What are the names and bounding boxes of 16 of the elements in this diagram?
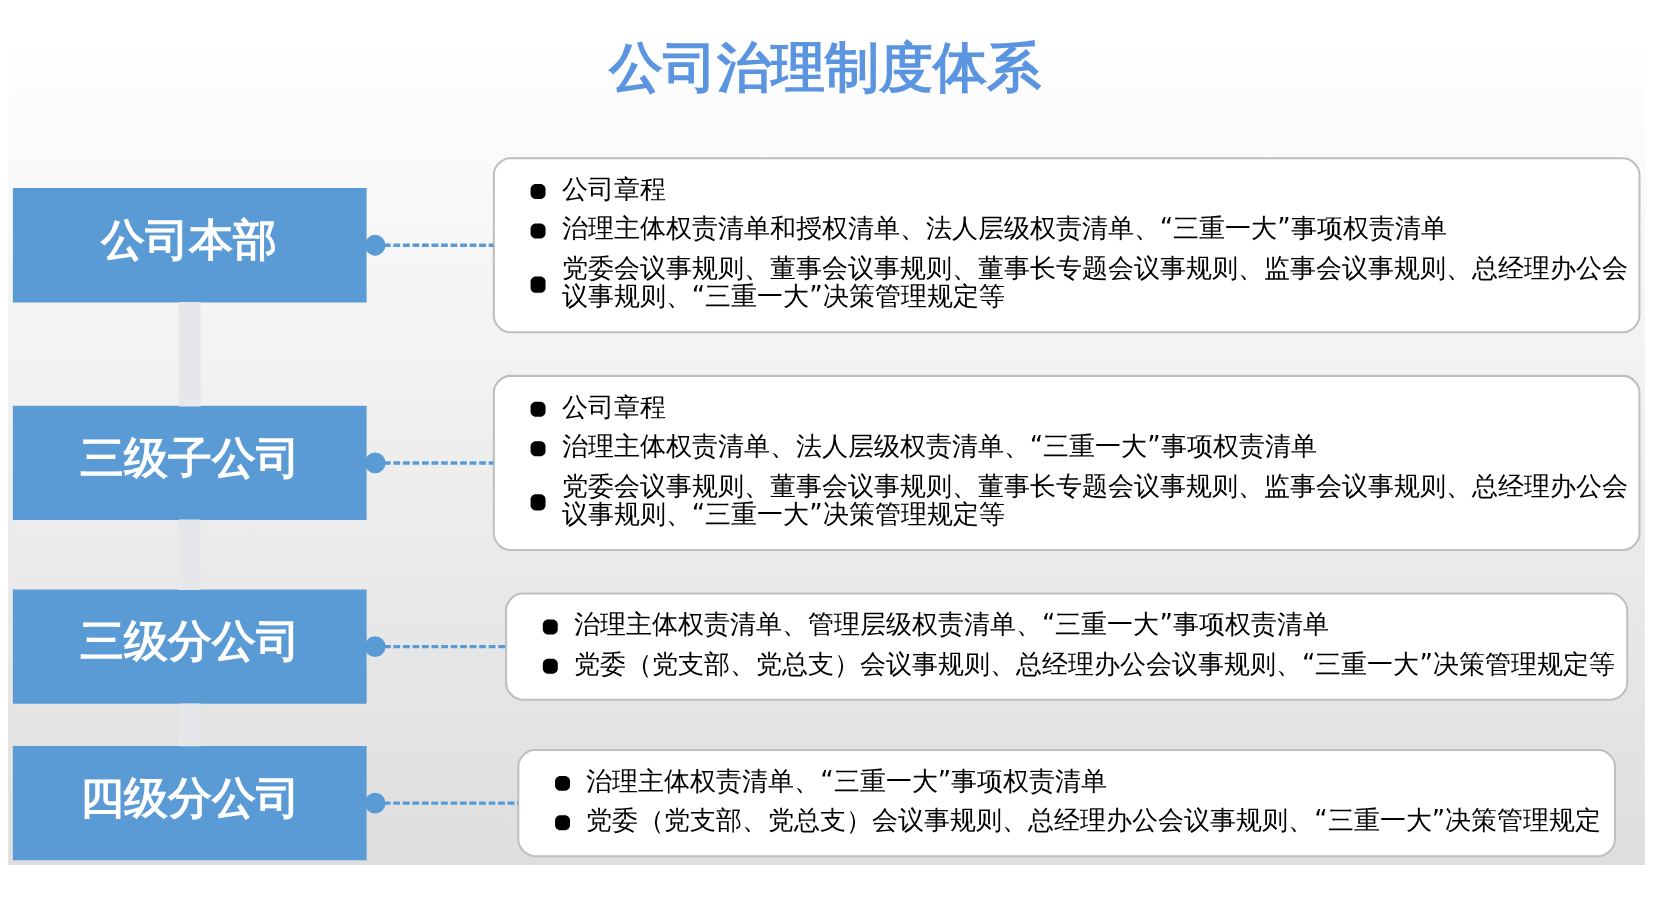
connector (178, 703, 201, 747)
node-box: 三级子公司 (12, 405, 367, 521)
node-box: 治理主体权责清单、管理层级权责清单、“三重一大”事项权责清单 党委（党支部、党总支）会议事规则、总经理办公会议事规则、“三重一大”决策管理规定等 (505, 592, 1629, 701)
connector (178, 301, 201, 407)
diagram-title: 公司治理制度体系 (609, 35, 1042, 100)
node-box: 治理主体权责清单、“三重一大”事项权责清单 党委（党支部、党总支）会议事规则、总经理办公会议事规则、“三重一大”决策管理规定 (517, 749, 1616, 858)
node-box: 公司章程 治理主体权责清单、法人层级权责清单、“三重一大”事项权责清单 党委会议事规则、董事会议事规则、董事长专题会议事规则、监事会议事规则、总经理办公会议事规则、“三重一大”决策管理规定等 (492, 374, 1641, 552)
node-box: 三级分公司 (12, 589, 367, 704)
connector (364, 452, 494, 474)
node-box: 公司章程 治理主体权责清单和授权清单、法人层级权责清单、“三重一大”事项权责清单 党委会议事规则、董事会议事规则、董事长专题会议事规则、监事会议事规则、总经理办公会议事规则、“三重一大”决策管理规定等 (492, 157, 1641, 334)
connector (364, 234, 494, 256)
connector (178, 519, 201, 590)
node-box: 四级分公司 (12, 745, 367, 861)
connector (364, 636, 506, 658)
connector (364, 792, 519, 814)
node-box: 公司本部 (12, 188, 367, 303)
